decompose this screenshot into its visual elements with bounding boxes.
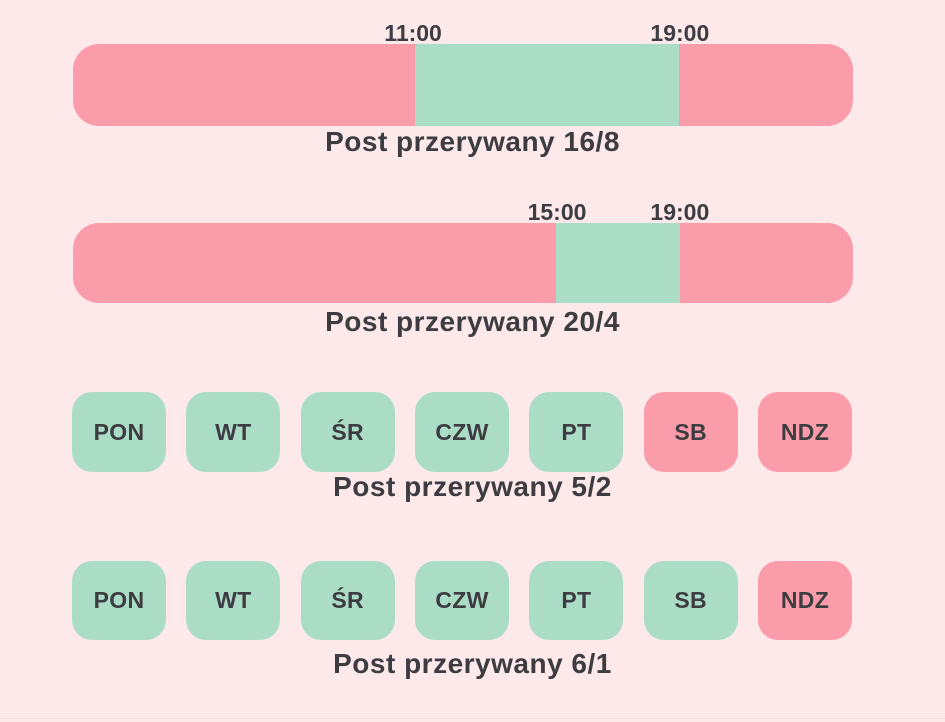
section-title: Post przerywany 6/1 xyxy=(333,648,612,679)
day-cell-ndz: NDZ xyxy=(757,561,852,640)
eating-end-time-label: 19:00 xyxy=(650,199,710,225)
day-cell-ndz: NDZ xyxy=(757,392,852,472)
day-cell-sr: ŚR xyxy=(300,392,395,472)
day-cell-pt: PT xyxy=(529,561,624,640)
section-title: Post przerywany 20/4 xyxy=(325,306,620,337)
eating-end-time-label: 19:00 xyxy=(650,20,710,46)
time-labels-16-8: 11:00 19:00 xyxy=(73,21,853,45)
eating-window-segment xyxy=(415,44,680,126)
day-cell-sb: SB xyxy=(643,561,738,640)
day-cell-pon: PON xyxy=(72,561,166,640)
day-cell-wt: WT xyxy=(186,392,281,472)
day-cell-pt: PT xyxy=(529,392,624,472)
day-cell-czw: CZW xyxy=(414,392,509,472)
eating-start-time-label: 15:00 xyxy=(527,199,587,225)
week-row: PON WT ŚR CZW PT SB NDZ xyxy=(72,561,852,640)
eating-window-segment xyxy=(555,223,680,303)
bottom-divider xyxy=(0,718,945,719)
fasting-day-bar xyxy=(73,223,853,303)
time-labels-20-4: 15:00 19:00 xyxy=(73,200,853,224)
day-cell-sr: ŚR xyxy=(300,561,395,640)
day-cell-sb: SB xyxy=(643,392,738,472)
section-title: Post przerywany 5/2 xyxy=(333,471,612,502)
section-title: Post przerywany 16/8 xyxy=(325,126,620,157)
day-cell-pon: PON xyxy=(72,392,166,472)
day-cell-wt: WT xyxy=(186,561,281,640)
week-row: PON WT ŚR CZW PT SB NDZ xyxy=(72,392,852,472)
eating-start-time-label: 11:00 xyxy=(384,20,442,46)
day-cell-czw: CZW xyxy=(414,561,509,640)
fasting-day-bar xyxy=(73,44,853,126)
